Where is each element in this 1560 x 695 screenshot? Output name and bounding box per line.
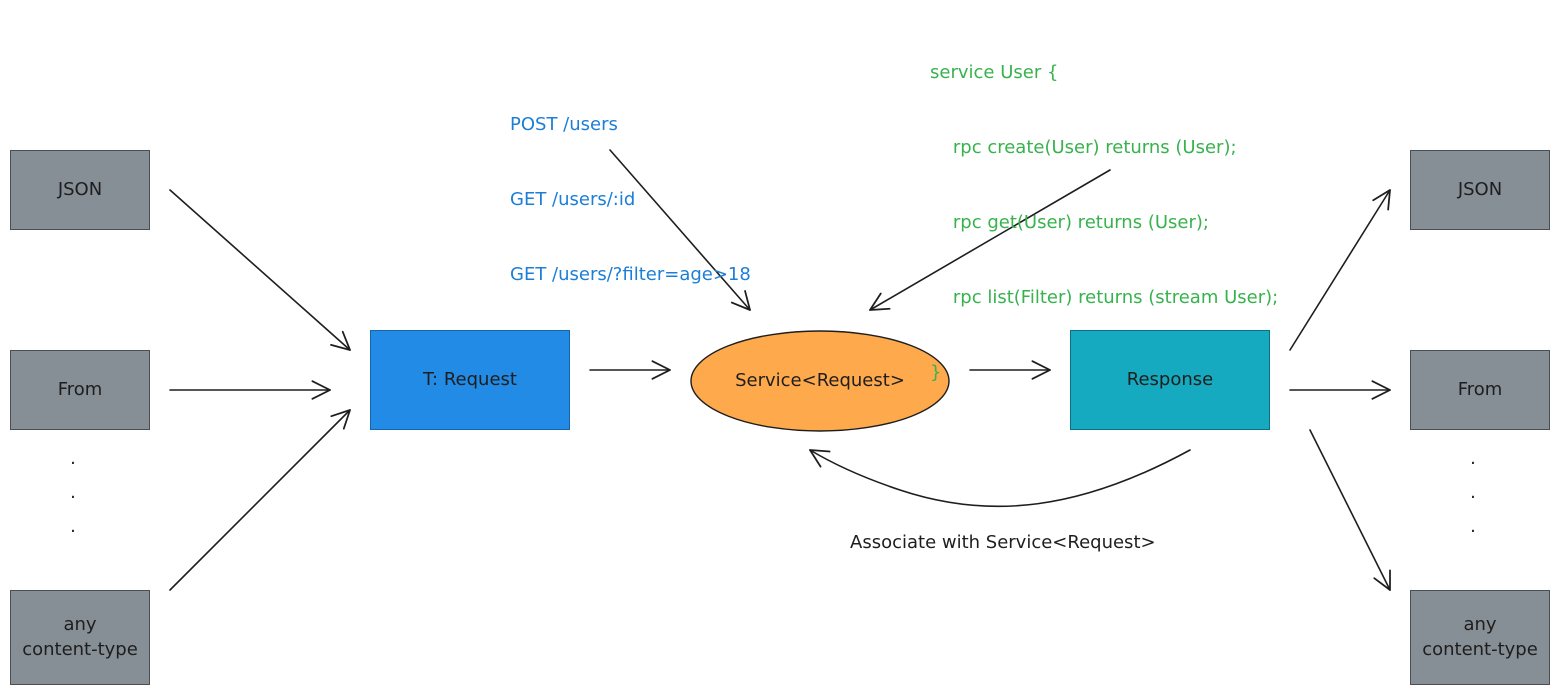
grpc-line: rpc get(User) returns (User);	[930, 212, 1209, 233]
right-json-label: JSON	[1457, 178, 1503, 200]
grpc-service-definition: service User { rpc create(User) returns …	[930, 10, 1278, 410]
grpc-line: service User {	[930, 62, 1059, 83]
service-label: Service<Request>	[735, 369, 905, 391]
left-json-label: JSON	[57, 178, 103, 200]
right-from-label: From	[1457, 378, 1503, 400]
arrow-any-to-request	[169, 409, 351, 591]
request-box: T: Request	[370, 330, 570, 430]
rest-route-line: POST /users	[510, 114, 618, 135]
associate-label: Associate with Service<Request>	[850, 532, 1156, 553]
right-json-box: JSON	[1410, 150, 1550, 230]
left-from-label: From	[57, 378, 103, 400]
right-any-label: any content-type	[1422, 614, 1538, 660]
arrow-rest-to-service	[609, 149, 751, 311]
rest-route-line: GET /users/:id	[510, 189, 636, 210]
response-box: Response	[1070, 330, 1270, 430]
grpc-line: rpc create(User) returns (User);	[930, 137, 1237, 158]
arrow-response-back-to-service	[809, 449, 1191, 508]
left-ellipsis: . . .	[70, 448, 76, 537]
arrow-response-to-json	[1289, 189, 1391, 351]
left-from-box: From	[10, 350, 150, 430]
right-ellipsis: . . .	[1470, 448, 1476, 537]
left-any-box: any content-type	[10, 590, 150, 685]
arrow-json-to-request	[169, 189, 351, 351]
right-from-box: From	[1410, 350, 1550, 430]
left-json-box: JSON	[10, 150, 150, 230]
arrow-grpc-to-service	[869, 169, 1111, 311]
arrow-response-to-any	[1309, 429, 1391, 591]
rest-route-line: GET /users/?filter=age>18	[510, 264, 751, 285]
rest-routes: POST /users GET /users/:id GET /users/?f…	[510, 62, 751, 312]
request-label: T: Request	[423, 368, 517, 390]
left-any-label: any content-type	[22, 614, 138, 660]
grpc-line: }	[930, 362, 942, 383]
service-ellipse	[690, 330, 950, 432]
service-label-wrap: Service<Request>	[690, 330, 950, 430]
grpc-line: rpc list(Filter) returns (stream User);	[930, 287, 1279, 308]
right-any-box: any content-type	[1410, 590, 1550, 685]
response-label: Response	[1126, 368, 1214, 390]
